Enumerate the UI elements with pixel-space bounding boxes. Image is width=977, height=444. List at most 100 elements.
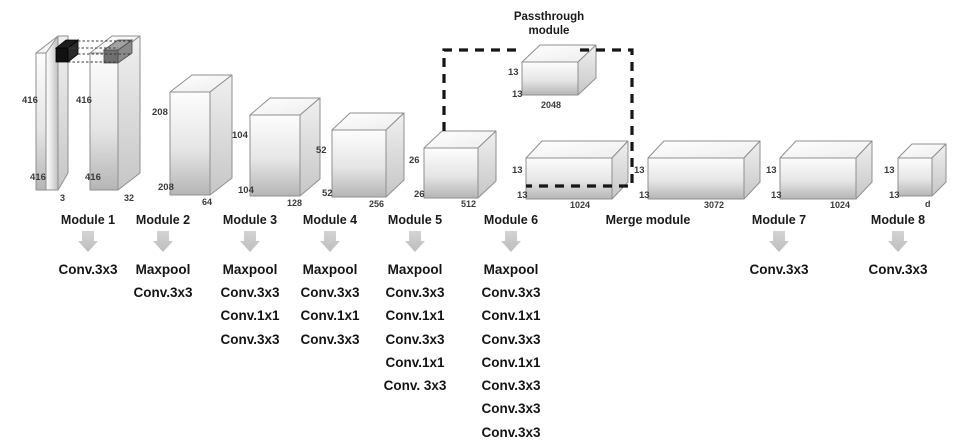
- op-item: Conv. 3x3: [383, 378, 447, 394]
- dimension-label-height: 416: [76, 95, 92, 106]
- block-passthrough: [521, 44, 597, 96]
- op-list-column: Conv.3x3: [749, 258, 808, 281]
- passthrough-connection: [442, 48, 634, 188]
- op-item: Maxpool: [387, 262, 443, 277]
- module-name-label: Module 1: [60, 213, 116, 227]
- passthrough-title-line2: module: [528, 25, 570, 38]
- dimension-label-height: 208: [152, 107, 168, 118]
- op-item: Conv.1x1: [300, 308, 360, 324]
- module-name-label: Merge module: [605, 213, 691, 227]
- op-item: Conv.1x1: [220, 308, 280, 324]
- op-item: Conv.3x3: [481, 401, 541, 417]
- arrow-module-4: [320, 231, 340, 252]
- op-item: Conv.3x3: [220, 331, 280, 347]
- dimension-label-depth: 52: [322, 188, 333, 199]
- arrow-module-7: [769, 231, 789, 252]
- op-item: Conv.1x1: [385, 354, 445, 370]
- receptive-field-highlight: [54, 39, 134, 64]
- dimension-label-channels: 128: [287, 198, 303, 208]
- op-item: Conv.3x3: [300, 331, 360, 347]
- op-item: Conv.3x3: [749, 262, 809, 277]
- dimension-label-height: 26: [409, 155, 420, 166]
- dimension-label-channels: 2048: [541, 100, 562, 110]
- dimension-label-depth: 416: [85, 172, 101, 183]
- dimension-label-channels: 32: [124, 193, 135, 203]
- op-item: Maxpool: [222, 262, 278, 277]
- dimension-label-depth: 26: [414, 189, 425, 200]
- op-list-column: Conv.3x3: [58, 258, 117, 281]
- block-module-7: [647, 140, 761, 200]
- op-item: Conv.1x1: [481, 354, 541, 370]
- op-item: Conv.3x3: [385, 285, 445, 301]
- op-item: Conv.1x1: [481, 308, 541, 324]
- dimension-label-height: 52: [316, 145, 327, 156]
- block-module-1: [35, 35, 69, 191]
- dimension-label-height: 416: [22, 95, 38, 106]
- dimension-label-channels: 3: [60, 193, 66, 203]
- dimension-label-depth: 416: [30, 172, 46, 183]
- op-item: Maxpool: [302, 262, 358, 277]
- arrow-module-6: [501, 231, 521, 252]
- op-item: Conv.3x3: [58, 262, 118, 277]
- module-name-label: Module 7: [751, 213, 807, 227]
- op-item: Conv.3x3: [481, 378, 541, 394]
- arrow-module-2: [153, 231, 173, 252]
- op-list-column: Conv.3x3: [868, 258, 927, 281]
- dimension-label-channels: 1024: [830, 200, 851, 210]
- dimension-label-depth: 104: [238, 185, 254, 196]
- dimension-label-height: 104: [232, 130, 248, 141]
- dimension-label-channels: d: [925, 199, 931, 209]
- dimension-label-height: 13: [634, 165, 645, 176]
- dimension-label-depth: 13: [512, 89, 523, 100]
- op-item: Conv.3x3: [481, 424, 541, 440]
- dimension-label-height: 13: [512, 165, 523, 176]
- op-item: Conv.3x3: [220, 285, 280, 301]
- passthrough-title: Passthrough module: [514, 10, 584, 39]
- dimension-label-channels: 512: [461, 199, 477, 209]
- block-module-4: [249, 97, 321, 197]
- block-module-6: [423, 130, 497, 199]
- block-output: [897, 143, 947, 197]
- block-module-5: [331, 112, 405, 198]
- dimension-label-channels: 64: [202, 197, 213, 207]
- module-name-label: Module 2: [135, 213, 191, 227]
- block-module-3: [169, 74, 233, 196]
- dimension-label-channels: 256: [369, 199, 385, 209]
- module-name-label: Module 4: [302, 213, 358, 227]
- arrow-module-8: [888, 231, 908, 252]
- arrow-module-5: [405, 231, 425, 252]
- dimension-label-depth: 13: [889, 190, 900, 201]
- op-item: Maxpool: [135, 262, 191, 277]
- module-arrows: [78, 231, 908, 252]
- dimension-label-height: 13: [508, 67, 519, 78]
- dimension-label-depth: 13: [639, 190, 650, 201]
- op-item: Conv.3x3: [300, 285, 360, 301]
- dimension-label-height: 13: [884, 165, 895, 176]
- arrow-module-3: [240, 231, 260, 252]
- module-name-label: Module 8: [870, 213, 926, 227]
- block-module-8: [779, 140, 873, 200]
- op-item: Conv.3x3: [868, 262, 928, 277]
- module-name-label: Module 3: [222, 213, 278, 227]
- op-item: Maxpool: [483, 262, 539, 277]
- dimension-label-depth: 208: [158, 182, 174, 193]
- module-name-label: Module 6: [483, 213, 539, 227]
- dimension-label-channels: 3072: [704, 200, 725, 210]
- dimension-label-height: 13: [766, 165, 777, 176]
- arrow-module-1: [78, 231, 98, 252]
- passthrough-title-line1: Passthrough: [513, 11, 585, 23]
- dimension-label-channels: 1024: [570, 200, 591, 210]
- op-item: Conv.3x3: [133, 285, 193, 301]
- op-item: Conv.3x3: [385, 331, 445, 347]
- op-item: Conv.3x3: [481, 331, 541, 347]
- module-name-label: Module 5: [387, 213, 443, 227]
- op-item: Conv.3x3: [481, 285, 541, 301]
- op-item: Conv.1x1: [385, 308, 445, 324]
- dimension-label-depth: 13: [771, 190, 782, 201]
